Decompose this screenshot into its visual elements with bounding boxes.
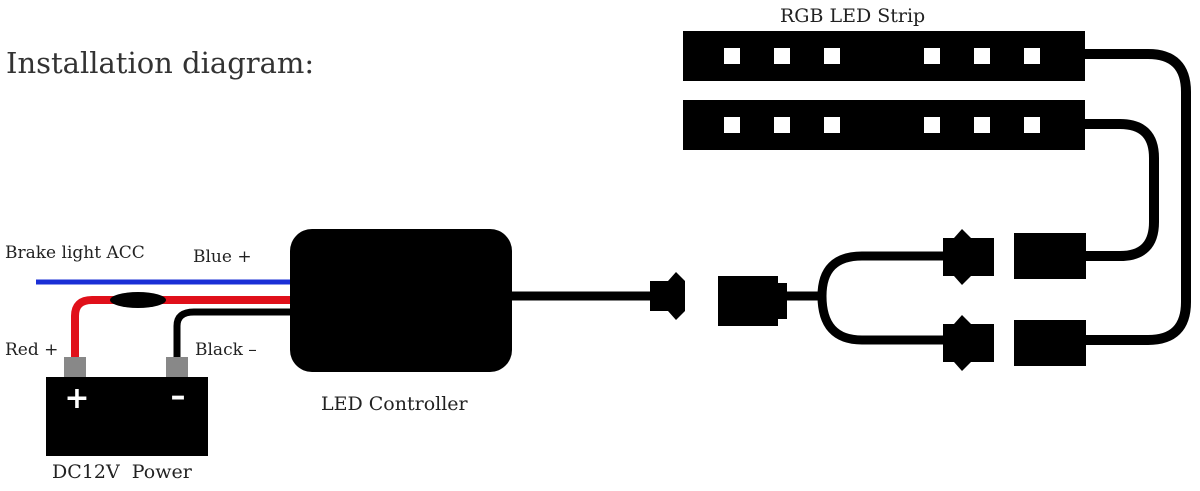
led-chip — [974, 117, 990, 133]
splitter-branch-lower — [817, 295, 950, 345]
led-chip — [974, 48, 990, 64]
led-chip — [824, 48, 840, 64]
led-strip-lower-body — [683, 100, 1085, 150]
lower-connector-female — [1014, 320, 1086, 366]
splitter-branch-upper — [817, 251, 950, 297]
led-chip — [1024, 117, 1040, 133]
black-wire — [173, 308, 292, 360]
upper-connector-male — [943, 229, 994, 285]
led-chip — [724, 48, 740, 64]
led-chip — [724, 117, 740, 133]
battery-terminal-positive — [64, 357, 86, 378]
mid-connector-male — [650, 272, 685, 320]
mid-connector-female — [718, 276, 778, 326]
led-chip — [924, 48, 940, 64]
led-chip — [1024, 48, 1040, 64]
upper-connector-female — [1014, 233, 1086, 279]
diagram-title: Installation diagram: — [6, 46, 315, 80]
led-chip — [774, 48, 790, 64]
red-wire — [71, 296, 292, 360]
battery-body — [46, 377, 208, 456]
dc12v-power-label: DC12V Power — [52, 461, 192, 483]
led-strip-upper — [683, 31, 1085, 81]
led-controller-box — [290, 229, 512, 372]
rgb-led-strip-label: RGB LED Strip — [780, 5, 926, 27]
battery-plus-sign: + — [64, 381, 89, 416]
led-controller-label: LED Controller — [321, 393, 468, 415]
led-strip-lower — [683, 100, 1085, 150]
inline-fuse — [110, 292, 166, 308]
led-chip — [924, 117, 940, 133]
red-wire-label: Red + — [5, 340, 59, 360]
blue-wire-label: Blue + — [193, 247, 252, 267]
mid-connector-female-collar — [775, 283, 787, 319]
lower-connector-male — [943, 315, 994, 371]
led-chip — [774, 117, 790, 133]
brake-light-acc-label: Brake light ACC — [5, 243, 145, 263]
battery-minus-sign: – — [171, 379, 186, 414]
led-chip — [824, 117, 840, 133]
strip-cable-inner — [1082, 119, 1159, 261]
strip-cable-outer — [1082, 49, 1191, 345]
black-wire-label: Black – — [195, 340, 257, 360]
battery-terminal-negative — [166, 357, 188, 378]
led-strip-upper-body — [683, 31, 1085, 81]
